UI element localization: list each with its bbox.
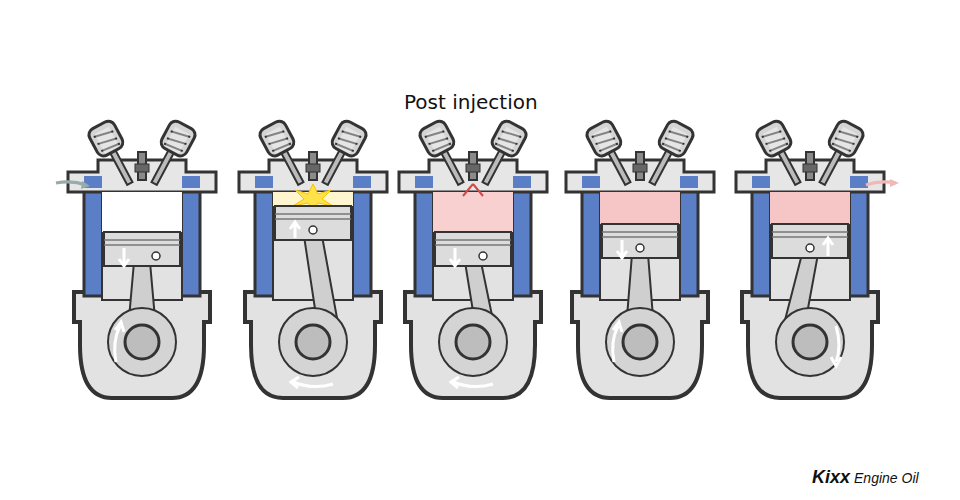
diagram-title: Post injection [404, 90, 538, 114]
brand-watermark: Kixx [812, 467, 850, 488]
brand-watermark: Engine Oil [854, 470, 919, 486]
